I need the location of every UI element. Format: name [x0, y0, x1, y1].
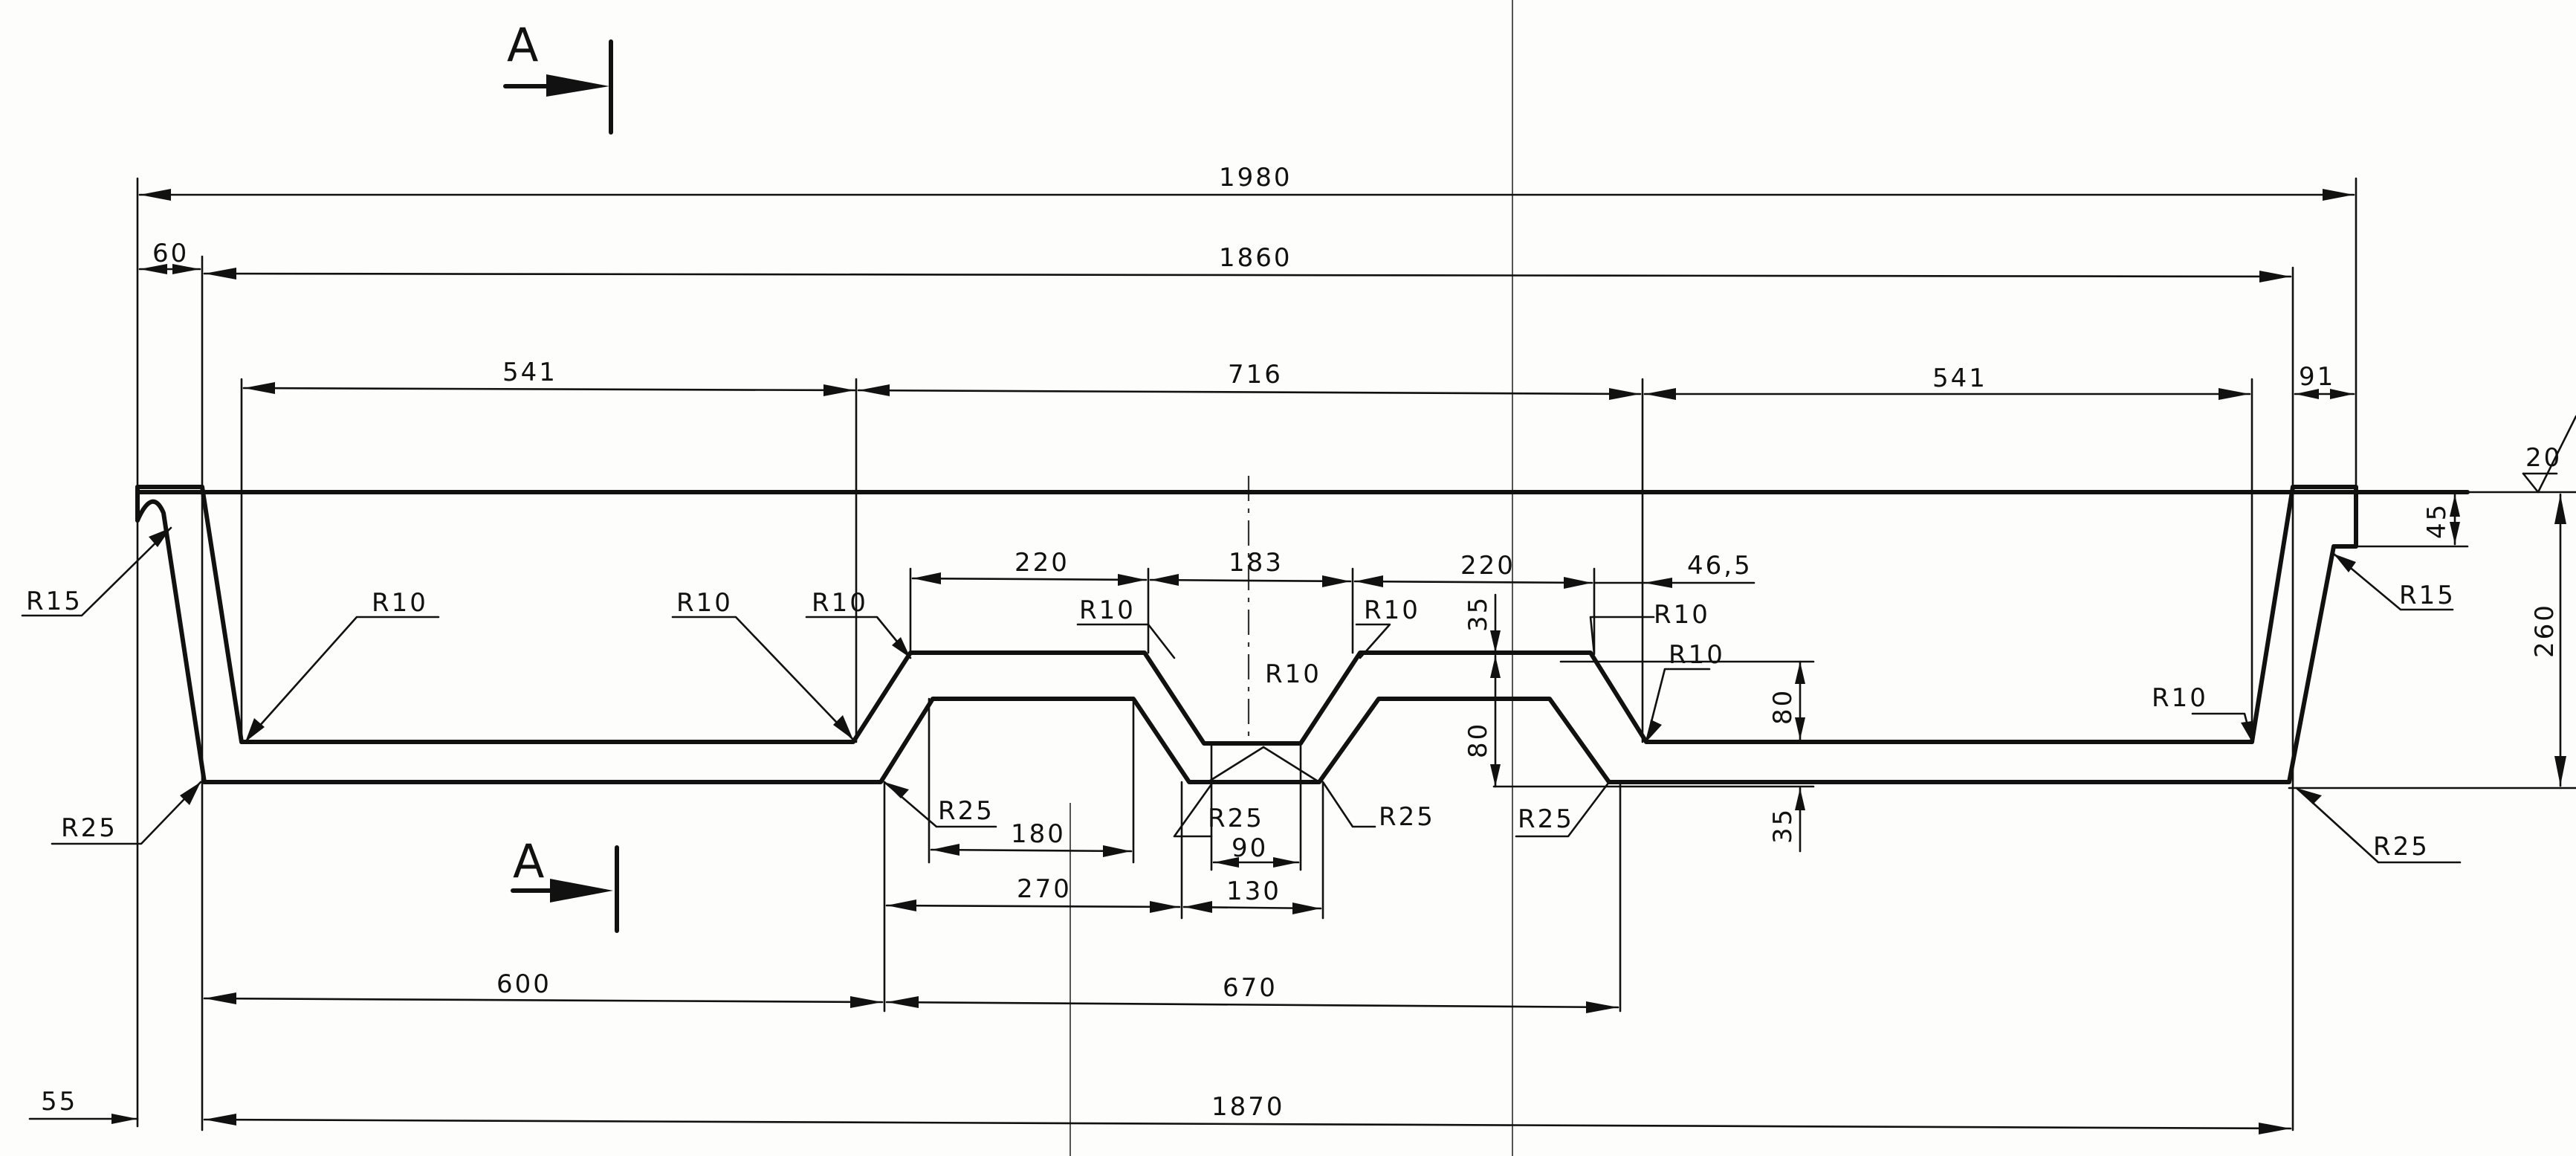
dim-left-foot: 55 — [41, 1087, 77, 1117]
section-marker-label: A — [513, 834, 544, 888]
dim-pocket-inner-narrow: 90 — [1232, 833, 1268, 863]
dimension-lines — [28, 189, 2566, 1134]
dim-right-compartment: 541 — [1932, 364, 1987, 393]
dim-center-gap: 183 — [1229, 548, 1284, 578]
section-marker-top: A — [503, 18, 613, 135]
dim-pocket-base-left: 270 — [1017, 874, 1072, 904]
radius-label-r10: R10 — [1079, 595, 1136, 625]
dim-center-span: 716 — [1228, 360, 1283, 390]
dim-right-offset: 91 — [2299, 362, 2335, 392]
dim-pocket-base-right: 130 — [1226, 876, 1281, 906]
dim-lower-left-span: 600 — [496, 969, 551, 999]
dim-lip-height: 45 — [2422, 503, 2452, 539]
section-marker-label: A — [507, 18, 538, 72]
radius-label-r10: R10 — [1669, 640, 1725, 670]
radius-label-r25: R25 — [1379, 802, 1435, 832]
radius-label-r25: R25 — [1208, 804, 1264, 833]
dim-inner-top-width: 1860 — [1219, 243, 1292, 273]
radius-labels: R15 R10 R10 R10 R10 R10 R10 R10 R10 R10 … — [26, 581, 2456, 862]
dim-left-offset: 60 — [152, 239, 189, 268]
dim-rib-height-right: 80 — [1768, 688, 1798, 725]
radius-label-r25: R25 — [2373, 832, 2430, 862]
dim-pocket-inner: 180 — [1011, 819, 1066, 849]
radius-label-r10: R10 — [2152, 683, 2208, 713]
dim-total-height: 260 — [2530, 603, 2560, 658]
radius-label-r10: R10 — [1265, 659, 1321, 689]
section-profile — [135, 485, 2358, 784]
radius-label-r10: R10 — [676, 588, 733, 618]
radius-leaders — [21, 526, 2462, 864]
radius-label-r15-left: R15 — [26, 587, 82, 616]
dimension-labels: 1980 60 1860 541 716 541 91 220 183 220 … — [41, 163, 2560, 1122]
dim-center-rib-left: 220 — [1014, 548, 1069, 578]
radius-label-r25: R25 — [938, 796, 994, 826]
extension-lines — [136, 177, 2576, 1131]
dim-center-rib-right: 220 — [1460, 551, 1515, 581]
radius-label-r10: R10 — [1654, 600, 1710, 630]
dim-lower-center-span: 670 — [1223, 973, 1278, 1003]
dim-rib-height-top: 35 — [1463, 595, 1493, 632]
surface-finish-symbol: 20 — [2522, 415, 2576, 494]
dim-chamfer-width: 46,5 — [1687, 551, 1753, 581]
radius-label-r10: R10 — [1364, 595, 1420, 625]
surface-finish-value: 20 — [2525, 443, 2562, 473]
radius-label-r25: R25 — [61, 813, 117, 843]
dim-overall-width: 1980 — [1219, 163, 1292, 193]
radius-label-r25: R25 — [1518, 804, 1574, 834]
dim-bottom-width: 1870 — [1211, 1092, 1285, 1122]
dim-rib-height: 80 — [1463, 722, 1493, 758]
radius-label-r10: R10 — [372, 588, 428, 618]
dim-rib-height-bottom: 35 — [1768, 807, 1798, 844]
radius-label-r10: R10 — [812, 588, 868, 618]
radius-label-r15-right: R15 — [2399, 581, 2456, 610]
section-marker-bottom: A — [511, 834, 619, 933]
dim-left-compartment: 541 — [502, 358, 557, 387]
